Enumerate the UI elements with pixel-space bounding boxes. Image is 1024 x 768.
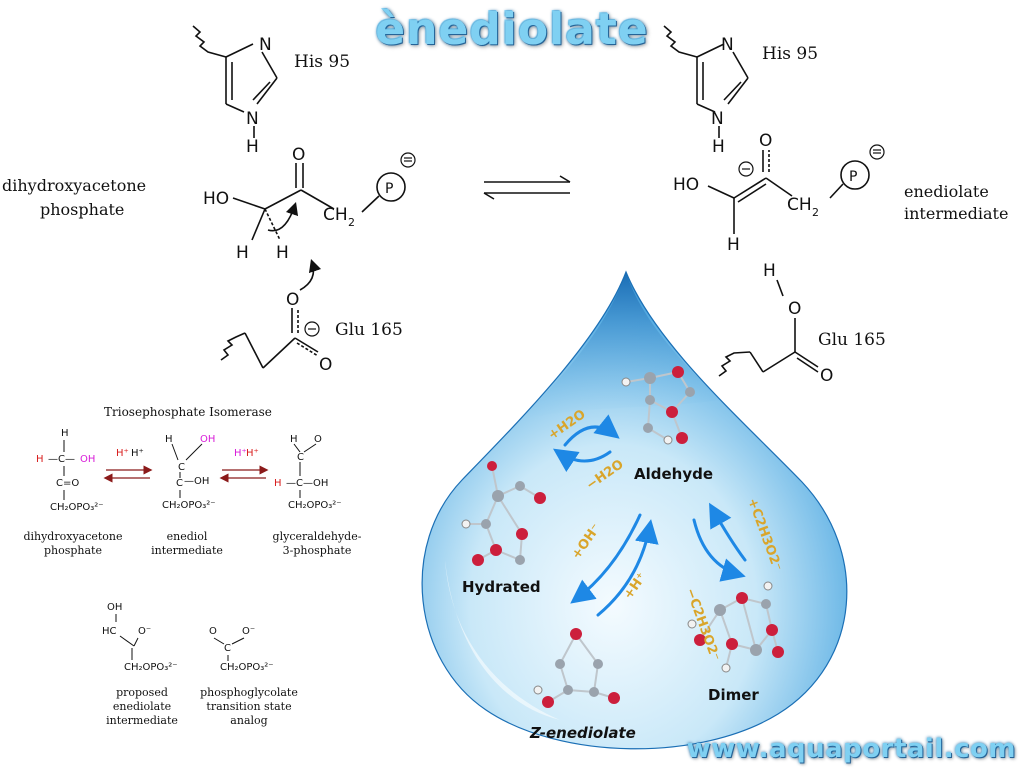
svg-text:O: O	[319, 355, 332, 375]
svg-text:OH: OH	[107, 602, 122, 613]
tim-gap-line2: 3-phosphate	[282, 544, 352, 557]
tim-proposed-line1: proposed	[116, 686, 168, 699]
svg-text:H: H	[246, 137, 259, 157]
svg-text:N: N	[246, 109, 259, 129]
right-his-label: His 95	[762, 44, 819, 64]
svg-text:C: C	[297, 452, 304, 463]
hydrated-label: Hydrated	[462, 578, 541, 596]
svg-text:C: C	[224, 643, 231, 654]
svg-text:O⁻: O⁻	[138, 626, 151, 637]
svg-text:H: H	[236, 243, 249, 263]
svg-text:P: P	[849, 169, 857, 185]
tim-proposed-line3: intermediate	[106, 714, 178, 727]
svg-text:CH: CH	[323, 205, 348, 225]
svg-text:CH₂OPO₃²⁻: CH₂OPO₃²⁻	[288, 500, 342, 511]
z-enediolate-label: Z-enediolate	[529, 724, 636, 742]
svg-text:H⁺: H⁺	[234, 448, 247, 459]
svg-text:O: O	[209, 626, 217, 637]
tim-pga-line2: transition state	[206, 700, 292, 713]
tim-pga-line1: phosphoglycolate	[200, 686, 298, 699]
svg-text:O: O	[292, 145, 305, 165]
equilibrium-arrows	[483, 175, 571, 200]
svg-text:CH: CH	[787, 195, 812, 215]
tim-dhap-line1: dihydroxyacetone	[23, 530, 123, 543]
right-intermediate-name-2: intermediate	[904, 204, 1009, 223]
svg-text:H: H	[727, 235, 740, 255]
svg-text:CH₂OPO₃²⁻: CH₂OPO₃²⁻	[162, 500, 216, 511]
left-his-label: His 95	[294, 52, 351, 72]
svg-text:C: C	[176, 478, 183, 489]
left-substrate-name-1: dihydroxyacetone	[2, 176, 147, 195]
tim-title: Triosephosphate Isomerase	[104, 405, 272, 419]
svg-text:OH: OH	[200, 434, 215, 445]
left-dhap-skeleton	[232, 163, 406, 241]
svg-text:C: C	[178, 462, 185, 473]
svg-text:H: H	[276, 243, 289, 263]
svg-text:OH: OH	[80, 454, 95, 465]
right-enediolate-skeleton	[707, 150, 870, 234]
svg-text:HC: HC	[102, 626, 117, 637]
svg-text:O: O	[788, 299, 801, 319]
svg-text:C=O: C=O	[56, 478, 79, 489]
svg-text:O⁻: O⁻	[242, 626, 255, 637]
svg-text:N: N	[259, 35, 272, 55]
tim-proposed-line2: enediolate	[112, 700, 172, 713]
tim-gap-line1: glyceraldehyde-	[272, 530, 362, 543]
right-intermediate-name-1: enediolate	[904, 182, 989, 201]
tim-enediol-line2: intermediate	[151, 544, 223, 557]
svg-text:HO: HO	[673, 175, 699, 195]
page-title: ènediolate	[375, 4, 649, 55]
svg-text:2: 2	[812, 206, 819, 219]
svg-text:O: O	[759, 131, 772, 151]
svg-text:H: H	[274, 478, 282, 489]
dimer-label: Dimer	[708, 686, 759, 704]
svg-text:CH₂OPO₃²⁻: CH₂OPO₃²⁻	[50, 502, 104, 513]
svg-text:—C—: —C—	[48, 454, 75, 465]
svg-text:O: O	[314, 434, 322, 445]
svg-text:H: H	[36, 454, 44, 465]
svg-text:CH₂OPO₃²⁻: CH₂OPO₃²⁻	[124, 662, 178, 673]
tim-dhap-line2: phosphate	[43, 544, 102, 557]
site-watermark: www.aquaportail.com	[686, 734, 1016, 764]
right-imidazole-ring	[663, 25, 749, 138]
svg-text:H: H	[712, 137, 725, 157]
svg-text:N: N	[711, 109, 724, 129]
svg-text:H: H	[165, 434, 173, 445]
svg-text:P: P	[385, 181, 393, 197]
left-glu-skeleton	[220, 308, 319, 369]
left-substrate-name-2: phosphate	[40, 200, 125, 219]
svg-text:O: O	[820, 366, 833, 386]
water-drop	[421, 270, 848, 750]
svg-text:N: N	[721, 35, 734, 55]
aldehyde-label: Aldehyde	[634, 465, 713, 483]
svg-text:O: O	[286, 290, 299, 310]
svg-text:H⁺: H⁺	[131, 448, 144, 459]
tim-pga-line3: analog	[230, 714, 268, 727]
right-glu-label: Glu 165	[818, 330, 886, 350]
svg-text:H: H	[61, 428, 69, 439]
svg-text:H: H	[290, 434, 298, 445]
svg-text:H⁺: H⁺	[246, 448, 259, 459]
svg-text:—OH: —OH	[184, 476, 209, 487]
svg-text:—C—OH: —C—OH	[286, 478, 328, 489]
tim-enediol-line1: enediol	[166, 530, 208, 543]
svg-text:2: 2	[348, 216, 355, 229]
svg-text:H⁺: H⁺	[116, 448, 129, 459]
svg-text:HO: HO	[203, 189, 229, 209]
left-glu-label: Glu 165	[335, 320, 403, 340]
left-imidazole-ring	[192, 25, 278, 138]
right-glu-skeleton	[718, 279, 819, 377]
svg-text:CH₂OPO₃²⁻: CH₂OPO₃²⁻	[220, 662, 274, 673]
svg-text:H: H	[763, 261, 776, 281]
